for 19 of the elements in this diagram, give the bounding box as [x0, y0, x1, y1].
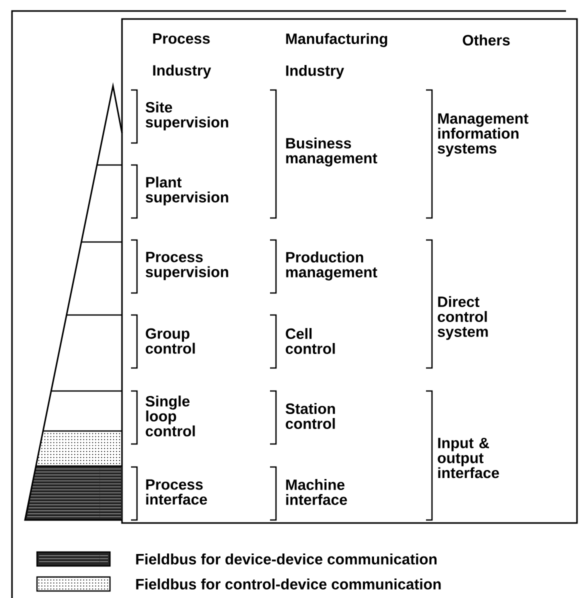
level-label: Others — [462, 34, 510, 46]
level-label: Site supervision — [146, 102, 228, 130]
level-label: Production management — [286, 252, 378, 280]
level-label: Process interface — [146, 479, 207, 505]
level-label: Single loop control — [146, 396, 195, 436]
level-label: Manufacturing Industry — [286, 33, 388, 79]
level-label: Management information systems — [438, 113, 528, 157]
level-label: Input & output interface — [438, 438, 499, 478]
legend-text: Fieldbus for control-device communication — [136, 578, 441, 590]
level-label: Process Industry — [153, 33, 212, 79]
level-label: Machine interface — [286, 479, 347, 505]
level-label: Direct control system — [438, 296, 488, 340]
legend-text: Fieldbus for device-device communication — [136, 554, 437, 564]
level-label: Process supervision — [146, 252, 228, 280]
level-label: Business management — [286, 138, 378, 166]
level-label: Station control — [286, 403, 335, 429]
level-label: Cell control — [286, 328, 335, 354]
level-label: Group control — [146, 328, 195, 354]
level-label: Plant supervision — [146, 176, 228, 206]
